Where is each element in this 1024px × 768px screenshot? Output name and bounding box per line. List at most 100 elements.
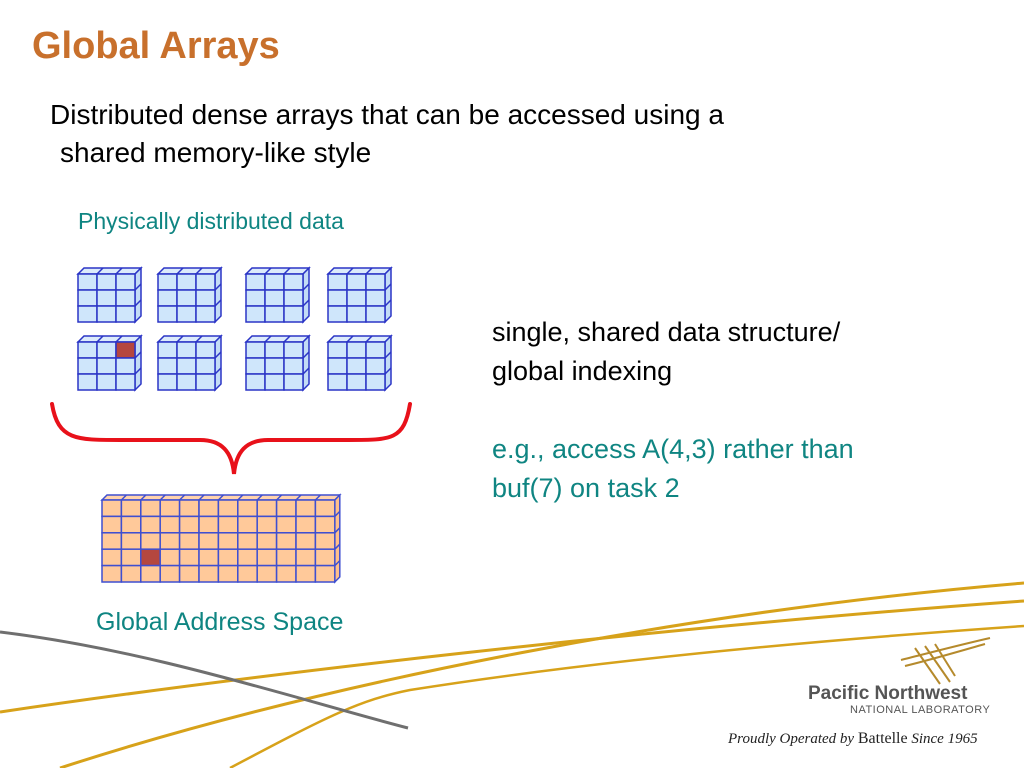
cell (217, 499, 239, 518)
cell (101, 515, 123, 534)
cell (346, 273, 367, 291)
tagline-brand: Battelle (857, 730, 908, 747)
cell (195, 289, 216, 307)
cell (295, 515, 317, 534)
cell (275, 499, 297, 518)
cell (275, 564, 297, 583)
cell (120, 499, 142, 518)
local-block (244, 266, 311, 324)
cell (178, 564, 200, 583)
cell (157, 305, 178, 323)
cell (217, 532, 239, 550)
explanation-text: single, shared data structure/ global in… (492, 313, 962, 508)
cell (256, 548, 278, 567)
cell (256, 564, 278, 583)
cell (346, 357, 367, 375)
cell (77, 305, 98, 323)
cell (159, 564, 181, 583)
cell (178, 532, 200, 550)
cell (198, 548, 220, 567)
cell (101, 564, 123, 583)
cell (327, 305, 348, 323)
cell (178, 499, 200, 518)
cell (283, 357, 304, 375)
cell (198, 499, 220, 518)
cell (176, 373, 197, 391)
cell (283, 305, 304, 323)
slide-subtitle: Distributed dense arrays that can be acc… (50, 96, 910, 172)
cell (365, 305, 386, 323)
local-block (156, 266, 223, 324)
cell (140, 532, 161, 550)
cell (176, 341, 197, 359)
cell (245, 357, 266, 375)
explanation-line-1: single, shared data structure/ (492, 317, 841, 347)
cell (256, 499, 278, 518)
cell (256, 532, 278, 550)
cell (120, 564, 142, 583)
cell (140, 515, 161, 534)
global-address-grid (100, 493, 342, 584)
cell (314, 532, 336, 550)
cell (365, 273, 386, 291)
cell (176, 357, 197, 375)
example-line-1: e.g., access A(4,3) rather than (492, 434, 854, 464)
cell (245, 341, 266, 359)
cell (327, 357, 348, 375)
swoosh-gold-middle (0, 599, 1024, 714)
cell (346, 341, 367, 359)
global-address-space-label: Global Address Space (96, 608, 344, 636)
cell (77, 357, 98, 375)
cell (120, 515, 142, 534)
swoosh-gold-lower (229, 624, 1024, 768)
cell (327, 373, 348, 391)
cell (314, 499, 336, 518)
cell (115, 305, 136, 323)
cell (157, 373, 178, 391)
local-block (156, 334, 223, 392)
pnnl-logo-icon (900, 637, 991, 685)
cell (195, 305, 216, 323)
local-blocks-group (76, 266, 393, 392)
cell (275, 532, 297, 550)
cell (256, 515, 278, 534)
cell (96, 373, 117, 391)
cell (283, 273, 304, 291)
cell (96, 341, 117, 359)
cell (115, 357, 136, 375)
spacer (492, 391, 962, 430)
cell (157, 273, 178, 291)
local-block (326, 334, 393, 392)
local-block (76, 266, 143, 324)
cell (96, 305, 117, 323)
cell (327, 341, 348, 359)
cell (245, 373, 266, 391)
cell (198, 564, 220, 583)
cell (264, 305, 285, 323)
swoosh-gold-upper (59, 581, 1024, 768)
cell (157, 289, 178, 307)
cell (178, 515, 200, 534)
cell (195, 357, 216, 375)
cell (346, 289, 367, 307)
cell (365, 373, 386, 391)
slide-title: Global Arrays (32, 25, 280, 67)
cell (327, 289, 348, 307)
cell (217, 564, 239, 583)
cell (195, 373, 216, 391)
cell (157, 357, 178, 375)
cell (96, 289, 117, 307)
cell (295, 532, 317, 550)
cell (264, 357, 285, 375)
highlighted-cell (140, 548, 161, 567)
cell (101, 548, 123, 567)
local-block (326, 266, 393, 324)
cell (237, 515, 258, 534)
cell (96, 273, 117, 291)
cell (115, 289, 136, 307)
cell (176, 305, 197, 323)
cell (77, 273, 98, 291)
cell (365, 357, 386, 375)
